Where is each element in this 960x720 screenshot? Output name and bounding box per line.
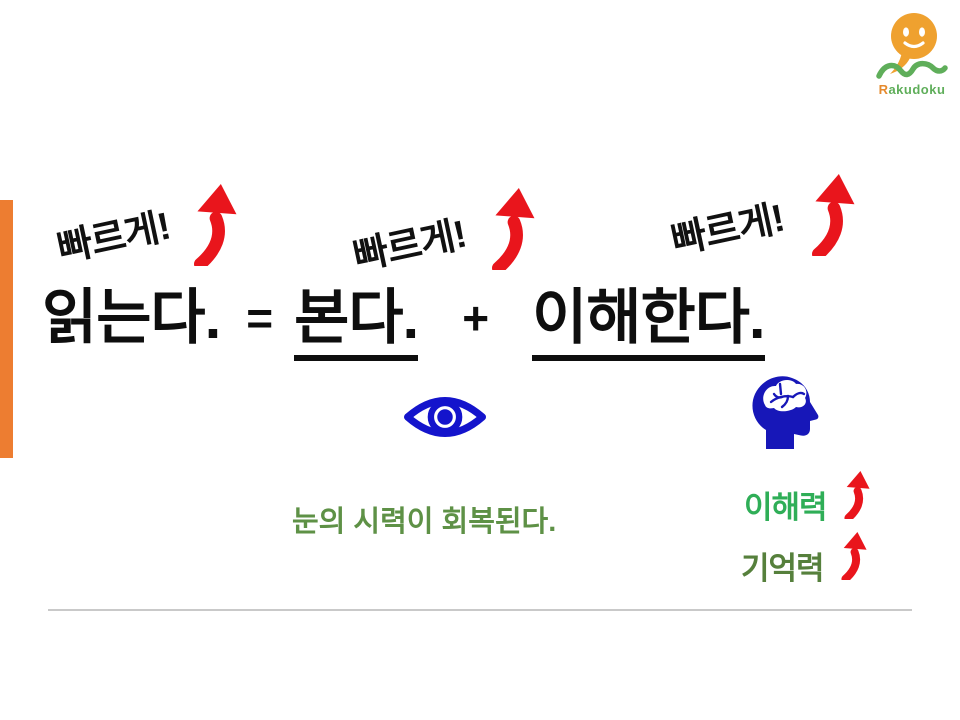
main-equation: 읽는다. = 본다. + 이해한다.	[42, 284, 766, 361]
equation-reads: 읽는다.	[42, 284, 221, 351]
plus-sign: +	[462, 292, 489, 344]
red-up-arrow-icon	[839, 471, 875, 524]
logo-brand-rest: akudoku	[888, 82, 946, 97]
metric-label: 이해력	[744, 490, 828, 525]
red-up-arrow-icon	[802, 174, 864, 261]
head-brain-icon	[742, 372, 826, 455]
logo-brand-text: Rakudoku	[872, 83, 952, 96]
fast-label: 빠르게!	[349, 213, 470, 279]
red-up-arrow-icon	[184, 184, 246, 271]
metric-label: 기억력	[741, 551, 825, 586]
rakudoku-logo: Rakudoku	[872, 6, 952, 96]
accent-bar	[0, 200, 13, 458]
fast-callout-3: 빠르게!	[668, 174, 864, 262]
bottom-divider	[48, 609, 912, 611]
green-wave-icon	[876, 60, 948, 79]
eye-icon	[404, 392, 486, 447]
metric-comprehension: 이해력	[744, 471, 875, 527]
equals-sign: =	[246, 292, 273, 344]
fast-label: 빠르게!	[53, 205, 174, 271]
red-up-arrow-icon	[482, 188, 544, 275]
fast-label: 빠르게!	[667, 197, 788, 263]
logo-brand-first-letter: R	[878, 82, 889, 97]
rakudoku-logo-icon	[876, 13, 948, 79]
vision-caption: 눈의 시력이 회복된다.	[292, 506, 557, 538]
equation-understands: 이해한다.	[532, 288, 766, 361]
metric-memory: 기억력	[741, 532, 872, 588]
fast-callout-2: 빠르게!	[350, 188, 544, 278]
fast-callout-1: 빠르게!	[54, 184, 246, 271]
red-up-arrow-icon	[836, 532, 872, 585]
equation-sees: 본다.	[294, 288, 419, 361]
